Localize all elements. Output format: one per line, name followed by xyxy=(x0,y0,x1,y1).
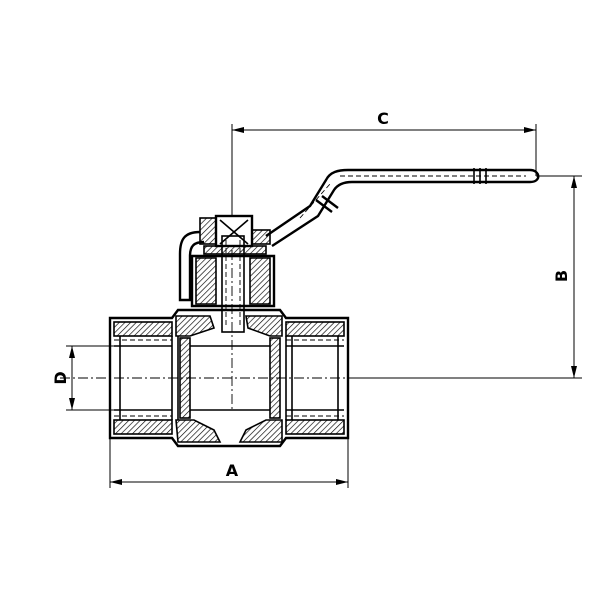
dimension-c: C xyxy=(231,109,537,216)
dimension-label-c: C xyxy=(377,109,389,128)
valve-body xyxy=(60,250,360,448)
dimension-d: D xyxy=(51,345,120,411)
dimension-b: B xyxy=(348,175,582,379)
handle-stop xyxy=(178,230,205,302)
dimension-label-d: D xyxy=(51,371,70,384)
dimension-a: A xyxy=(109,438,349,488)
dimension-label-b: B xyxy=(552,270,571,282)
valve-handle xyxy=(265,168,540,248)
dimension-label-a: A xyxy=(226,461,239,480)
valve-stem xyxy=(190,214,276,333)
